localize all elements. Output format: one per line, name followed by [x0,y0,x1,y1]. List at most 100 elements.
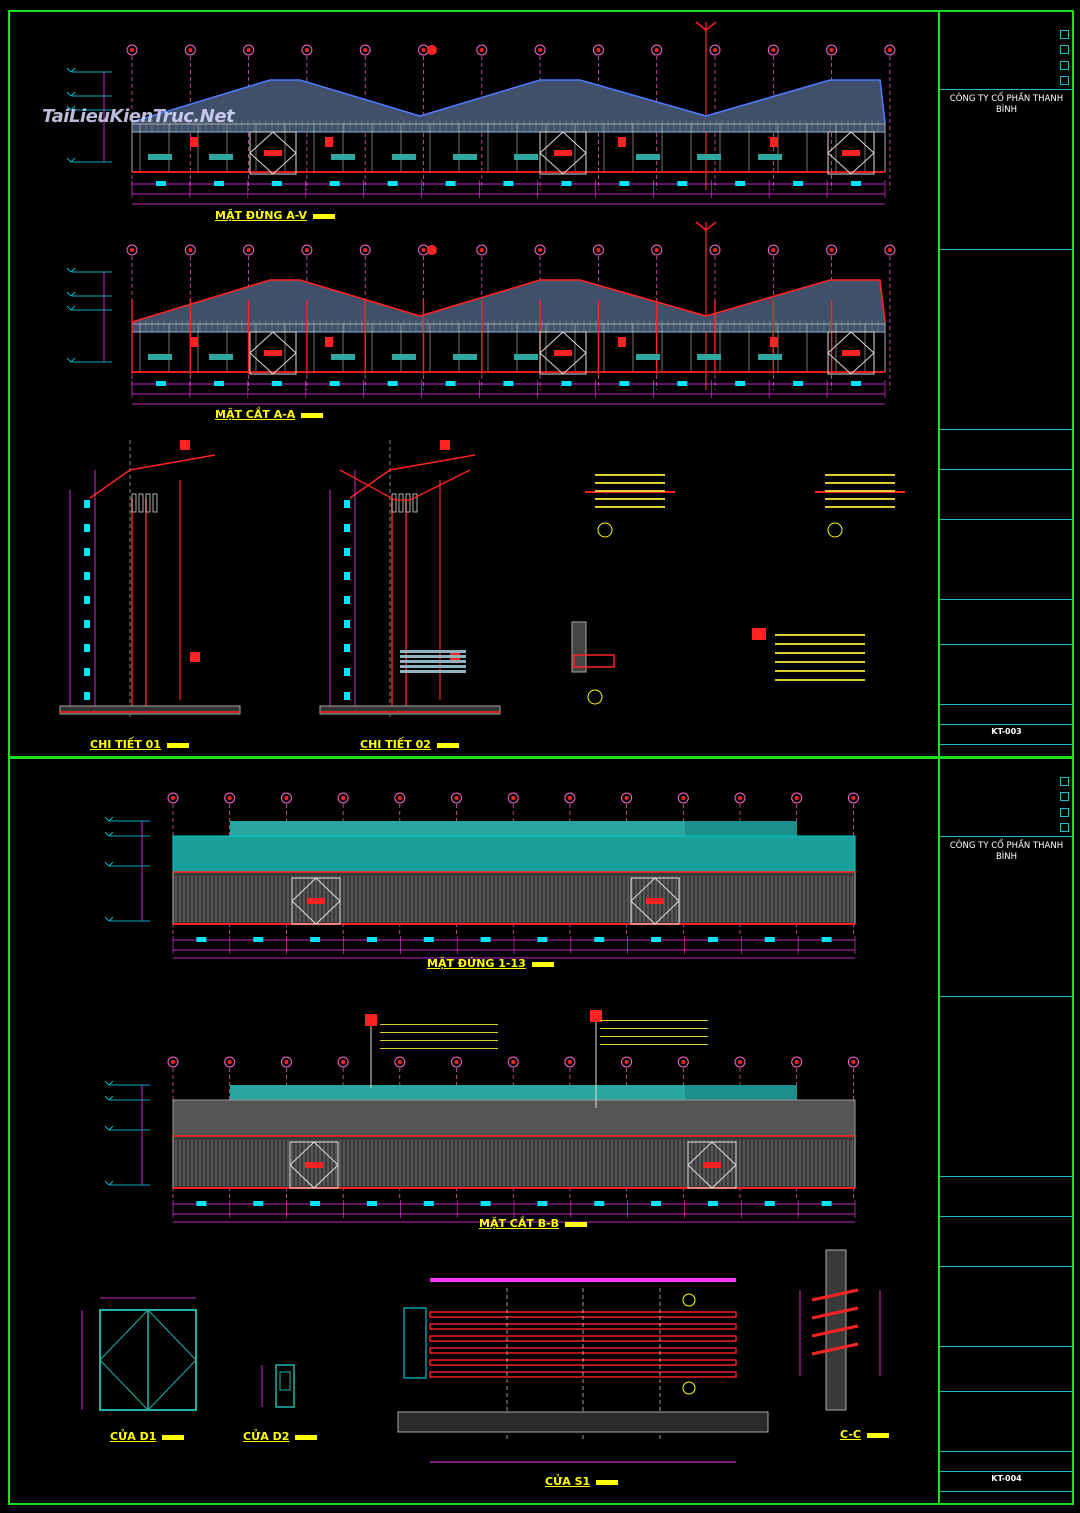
level-marker [104,1125,114,1131]
dim-label-block [619,181,630,186]
section-a-a [66,221,896,405]
detail-bracket [405,493,411,513]
note-text-line [775,679,865,681]
door-diagonal [289,1141,339,1189]
dim-label-block [387,181,398,186]
door-tag [703,1162,721,1168]
roof-ridge-band [230,821,685,836]
title-detail-01: CHI TIẾT 01 [90,738,189,751]
level-marker [66,67,76,73]
note-text-line [775,652,865,654]
callout-tag [365,1014,377,1026]
window-s1-plan [397,1411,769,1433]
detail-dim-label [84,596,90,604]
note-text-line [825,490,895,492]
grid-bubble-dot [681,796,686,800]
checkbox-icon [1060,823,1069,832]
checkbox-icon [1060,30,1069,39]
callout-text-line [380,1024,498,1025]
note-text-line [775,661,865,663]
sheet-number: KT-003 [991,727,1022,736]
grid-bubble [394,1056,406,1068]
grid-bubble [734,792,746,804]
grid-bubble-dot [227,796,232,800]
section-cc-louver [811,1342,859,1356]
grid-bubble-dot [887,48,892,52]
grid-bubble [767,244,779,256]
detail-dim-label [84,692,90,700]
detail-dim-label [344,524,350,532]
grid-bubble-dot [188,248,193,252]
window-strip [758,354,782,360]
roof-outline [131,79,886,123]
detail-roof [349,454,476,499]
door-d1-drawing [81,1297,197,1412]
title-text: MẶT ĐỨNG 1-13 [427,957,526,970]
gutter [573,654,615,668]
detail-bracket [138,493,144,513]
grid-bubble [476,244,488,256]
grid-bubble [451,1056,462,1068]
door-diagonal [539,331,587,375]
title-block-lower: CÔNG TY CỔ PHẦN THANH BÌNH KT-004 [938,759,1073,1503]
tb-status-rows [940,12,1073,90]
tb-project-cell [940,430,1073,470]
dim-label-block [821,937,832,942]
grid-bubble [791,1056,803,1068]
grid-bubble [224,792,236,804]
grid-bubble-dot [130,248,134,252]
door-tag [554,350,572,356]
note-tag [752,628,766,640]
detail-foundation [59,705,241,715]
grid-bubble [224,1056,236,1068]
grid-bubble [826,244,838,256]
tag-box [618,137,626,147]
grid-bubble-dot [654,48,659,52]
dim-label-block [594,1201,605,1206]
watermark-text: TaiLieuKienTruc.Net [42,106,235,127]
grid-bubble [507,792,519,804]
title-text: MẶT ĐỨNG A-V [215,209,308,222]
grid-bubble-dot [713,48,717,52]
grid-bubble-dot [397,796,402,800]
grid-bubble [734,1056,746,1068]
company-name: CÔNG TY CỔ PHẦN THANH BÌNH [949,841,1064,862]
detail-tag [180,440,190,450]
level-marker [104,861,114,867]
note-text-line [595,474,665,476]
door-diagonal [249,131,297,175]
dim-label-block [271,181,282,186]
checkbox-icon [1060,792,1069,801]
window-strip [636,354,660,360]
grid-bubble-dot [246,48,251,52]
detail-dim-label [344,644,350,652]
grid-bubble [507,1056,519,1068]
grid-bubble [451,792,462,804]
title-section-b-b: MẶT CẮT B-B [479,1217,588,1230]
dim-label-block [735,381,746,386]
window-strip [331,354,355,360]
level-marker [66,157,76,163]
grid-bubble [621,1056,633,1068]
mast-flag-icon [695,21,717,31]
wall-face [172,1135,856,1189]
grid-bubble-dot [538,48,543,52]
grid-bubble-dot [596,248,601,252]
level-marker [66,291,76,297]
dim-label-block [851,381,862,386]
door-tag [554,150,572,156]
tag-box [770,337,778,347]
callout-text-line [600,1020,708,1021]
dim-label-block [677,381,688,386]
tag-box [618,337,626,347]
tb-signatures-cell [940,1267,1073,1347]
grid-bubble [847,792,859,804]
detail-bracket [131,493,137,513]
detail-dim-label [84,668,90,676]
callout-text-line [600,1028,708,1029]
dim-label-block [480,1201,491,1206]
note-text-line [775,634,865,636]
grid-bubble-dot [341,796,346,800]
dim-label-block [594,937,605,942]
